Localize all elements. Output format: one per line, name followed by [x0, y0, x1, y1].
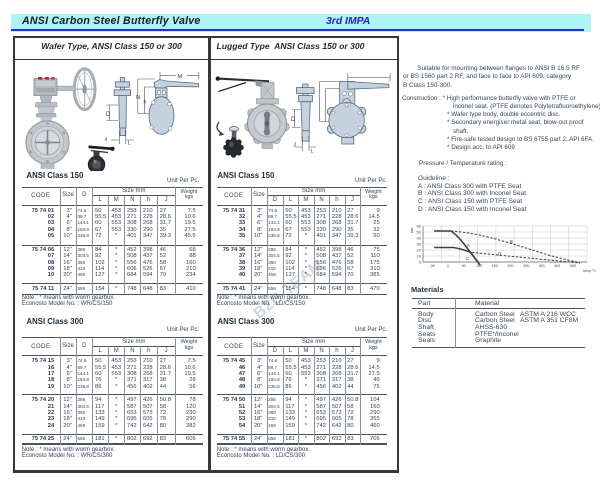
svg-text:20: 20	[417, 248, 422, 253]
svg-text:10: 10	[417, 254, 422, 259]
svg-text:200: 200	[508, 264, 514, 268]
svg-text:J: J	[294, 142, 297, 148]
svg-text:D: D	[106, 112, 111, 118]
svg-text:0: 0	[447, 264, 449, 268]
svg-text:250: 250	[523, 264, 529, 268]
svg-text:A: A	[467, 243, 470, 248]
svg-text:100: 100	[476, 264, 482, 268]
svg-text:60: 60	[417, 224, 422, 229]
svg-text:N: N	[136, 95, 140, 101]
svg-text:L: L	[311, 149, 314, 155]
svg-text:M: M	[178, 74, 183, 80]
svg-text:d: d	[105, 137, 108, 142]
svg-text:500: 500	[570, 264, 576, 268]
svg-text:C: C	[466, 256, 469, 261]
svg-text:400: 400	[554, 264, 560, 268]
svg-text:temp °C: temp °C	[583, 269, 596, 273]
svg-text:40: 40	[417, 236, 422, 241]
svg-text:50: 50	[462, 264, 466, 268]
svg-text:30: 30	[417, 242, 422, 247]
svg-text:bar: bar	[410, 227, 414, 233]
svg-text:B: B	[510, 239, 513, 244]
svg-text:h: h	[144, 100, 147, 106]
svg-text:50: 50	[417, 230, 422, 235]
svg-text:D: D	[498, 252, 501, 257]
svg-text:150: 150	[492, 264, 498, 268]
svg-text:-50: -50	[430, 264, 435, 268]
svg-text:0: 0	[419, 260, 422, 265]
svg-text:D: D	[291, 117, 296, 123]
svg-text:300: 300	[539, 264, 545, 268]
svg-text:L: L	[128, 141, 131, 147]
